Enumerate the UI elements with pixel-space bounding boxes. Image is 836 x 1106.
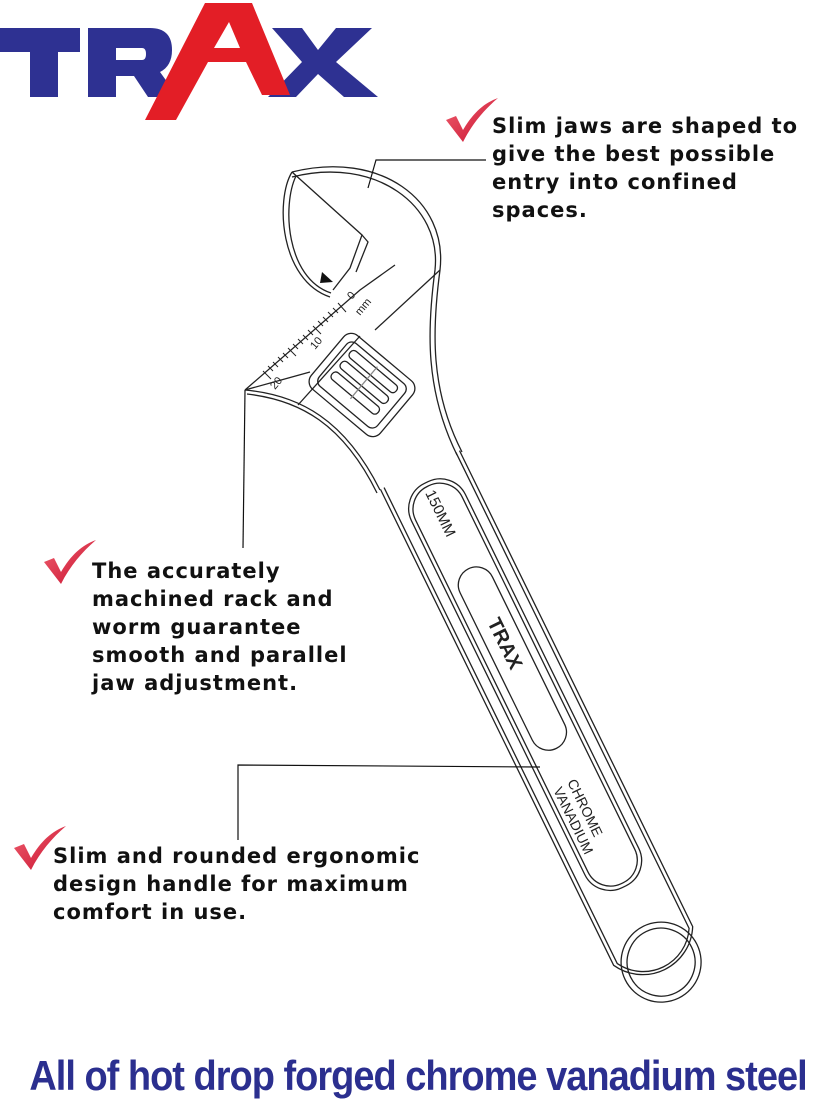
scale-pointer-icon	[320, 272, 333, 283]
annotation-line: comfort in use.	[53, 900, 248, 924]
annotation-slim-jaws: Slim jaws are shaped to give the best po…	[492, 112, 798, 224]
annotation-line: machined rack and	[92, 587, 334, 611]
annotation-line: Slim and rounded ergonomic	[53, 844, 421, 868]
brand-marking: TRAX	[483, 615, 527, 674]
wrench-diagram: 0 mm 10 20 150MM TRAX CHROME VANADIUM	[14, 98, 702, 1003]
annotation-line: spaces.	[492, 198, 588, 222]
annotation-line: Slim jaws are shaped to	[492, 114, 799, 138]
annotation-line: give the best possible	[492, 142, 776, 166]
annotation-line: smooth and parallel	[92, 643, 348, 667]
annotation-line: worm guarantee	[92, 615, 302, 639]
annotation-line: design handle for maximum	[53, 872, 409, 896]
jaw-scale	[262, 302, 347, 380]
annotation-line: The accurately	[92, 559, 281, 583]
trax-logo	[0, 3, 378, 120]
caption: All of hot drop forged chrome vanadium s…	[29, 1053, 807, 1101]
annotation-line: jaw adjustment.	[92, 671, 299, 695]
checkmark-icon	[14, 826, 66, 870]
checkmark-icon	[44, 540, 96, 584]
annotation-rack-worm: The accurately machined rack and worm gu…	[92, 557, 348, 697]
annotation-handle: Slim and rounded ergonomic design handle…	[53, 842, 420, 926]
scale-label-10: 10	[308, 335, 325, 352]
wrench-handle	[379, 450, 702, 1003]
size-marking: 150MM	[421, 487, 458, 539]
checkmark-icon	[446, 98, 498, 142]
scale-label-20: 20	[268, 375, 285, 392]
worm-gear	[308, 332, 416, 438]
scale-label-0: 0	[345, 290, 358, 302]
wrench-head	[244, 166, 463, 494]
annotation-line: entry into confined	[492, 170, 738, 194]
leader-lines	[237, 159, 541, 840]
